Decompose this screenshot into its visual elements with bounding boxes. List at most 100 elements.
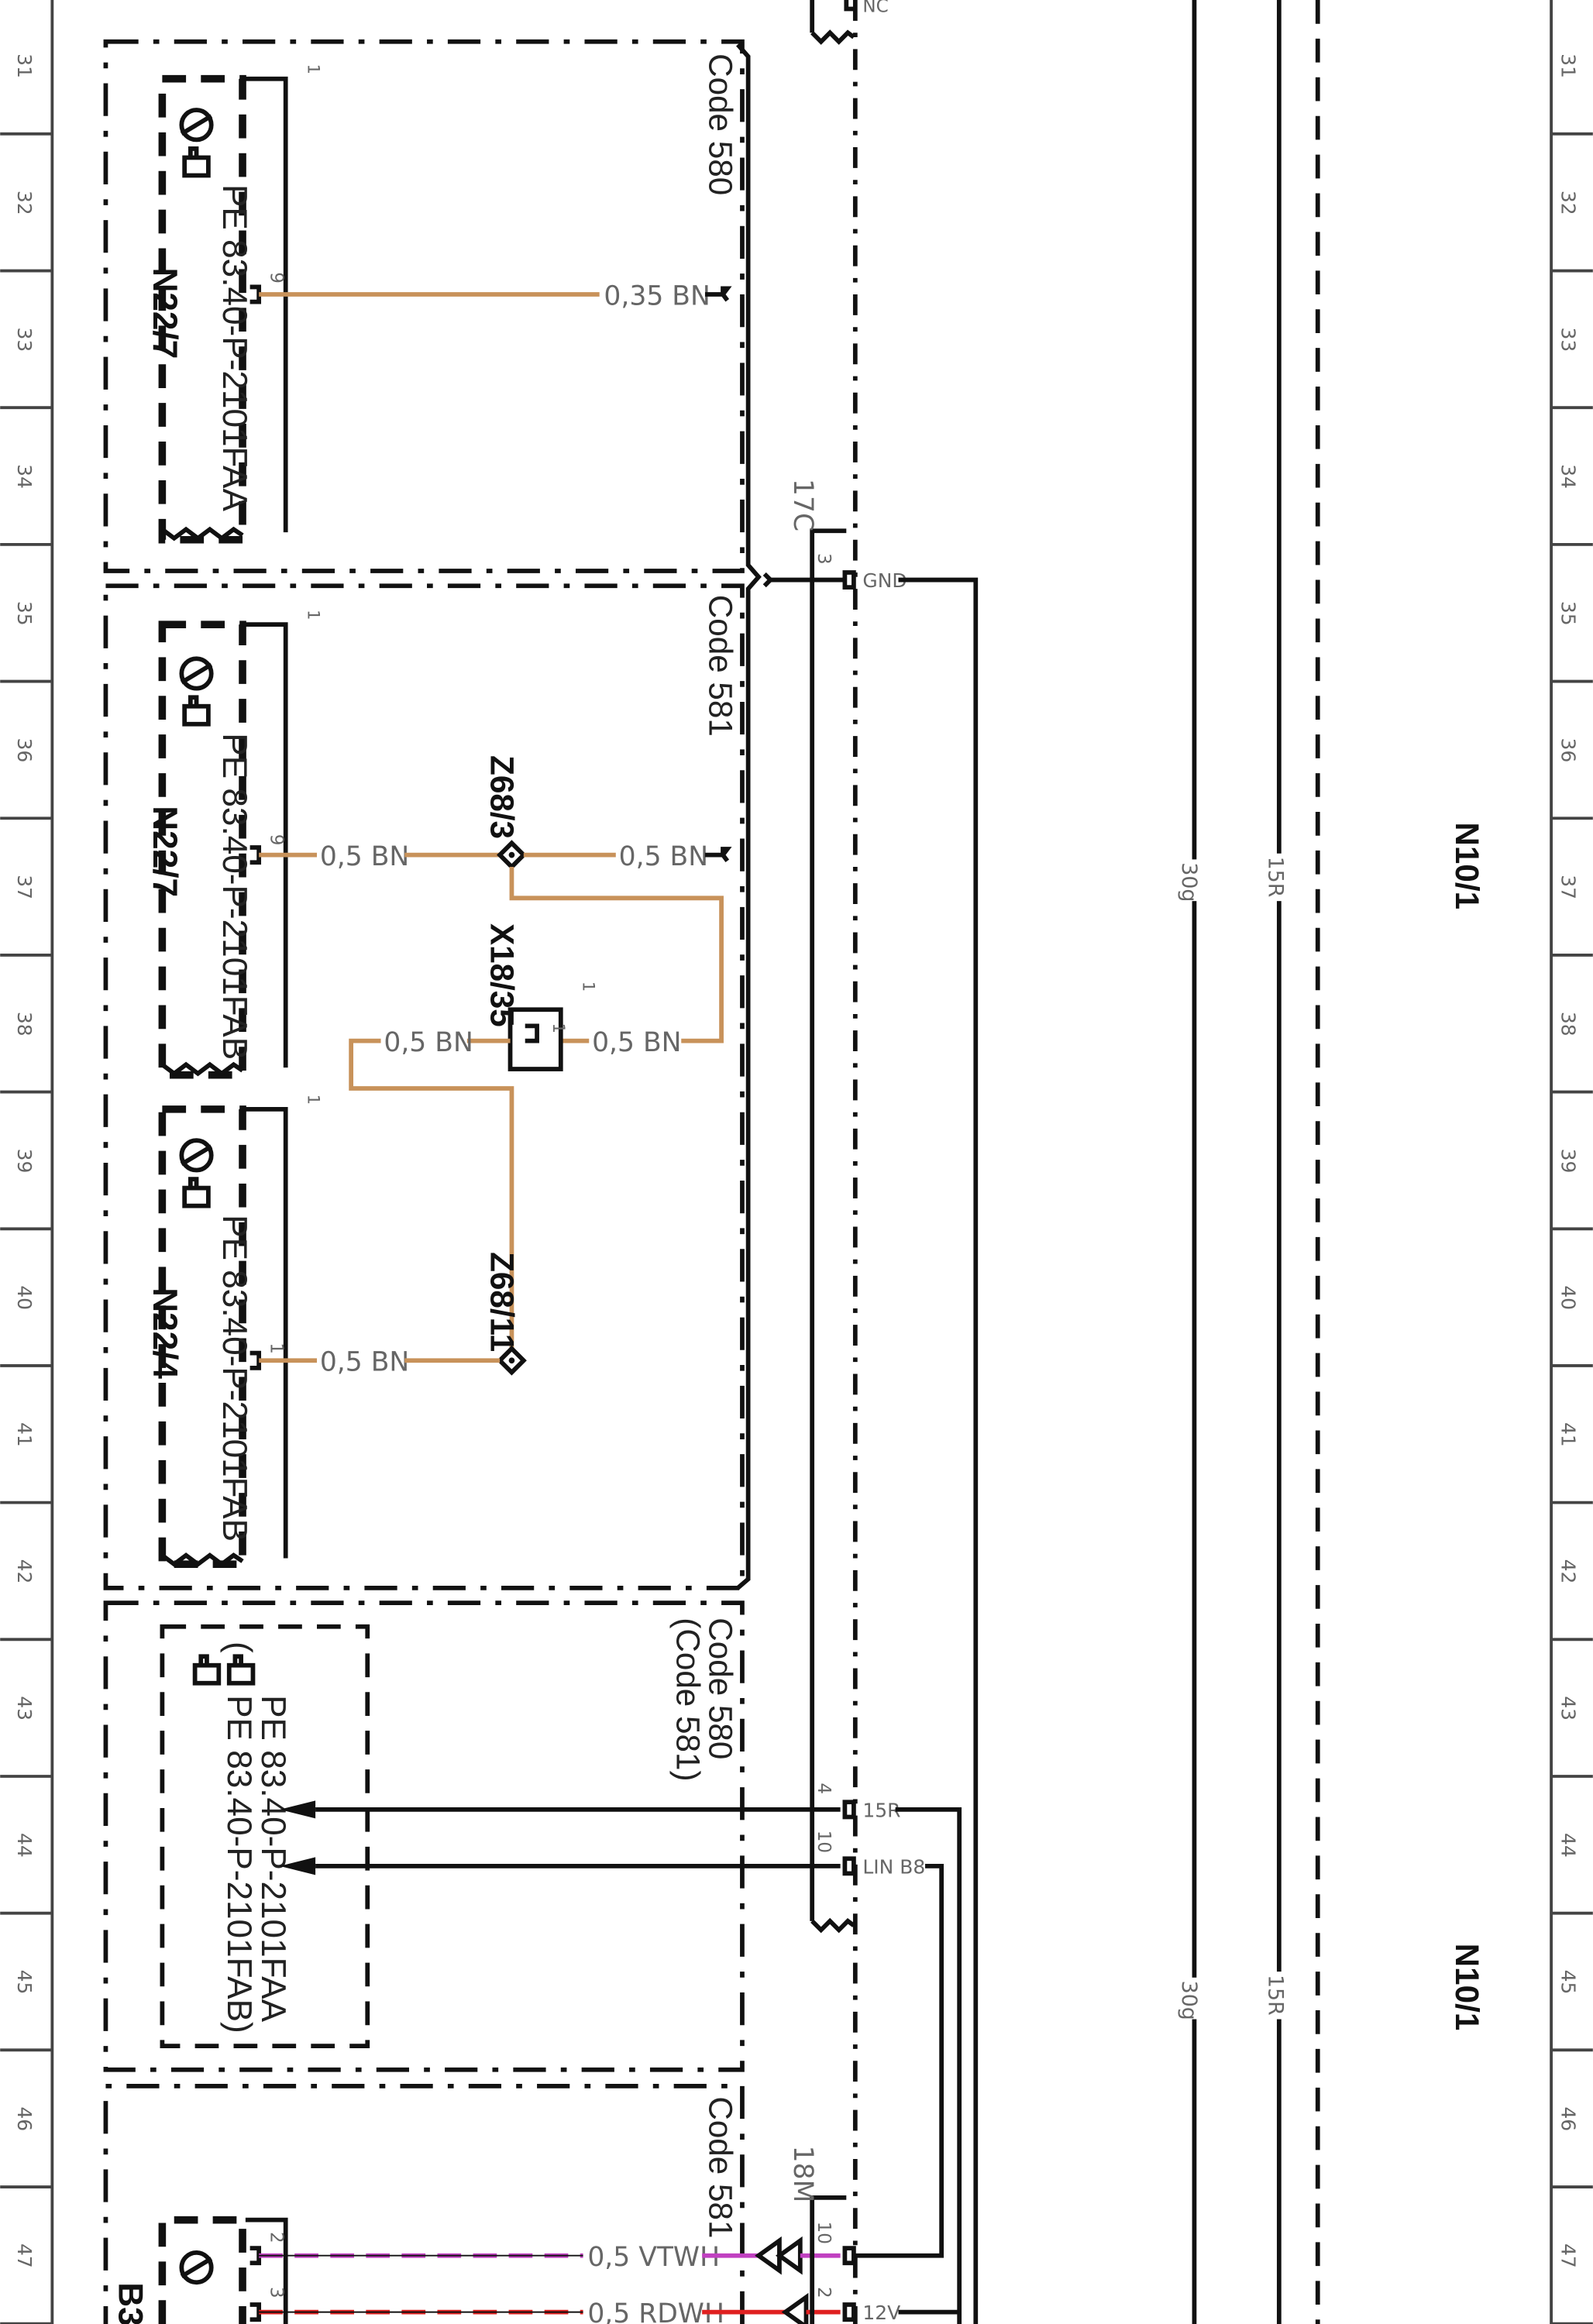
b31-name: B31 [112, 2282, 150, 2324]
n22-7-faa-ref: PE 83.40-P-2101FAA [215, 184, 253, 511]
wire-05-bn-1-label: 0,5 BN [320, 841, 409, 872]
connector-18m-label: 18M [787, 2146, 818, 2203]
n22-7-fab-pin: 9 [266, 834, 286, 846]
component-n22-7-faa-break [160, 526, 244, 541]
group-brace [736, 43, 762, 1590]
z68-3-label: Z68/3 [484, 755, 521, 839]
ruler-right-label: 35 [1557, 601, 1580, 626]
ruler-right-label: 36 [1557, 738, 1580, 763]
wire-gnd [898, 577, 979, 2324]
reference-box-line-1: PE 83.40-P-2101FAA [254, 1695, 292, 2022]
bus-30g-b-label: 30g [1177, 1981, 1201, 2020]
ruler-right-label: 46 [1557, 2106, 1580, 2131]
x18-35-label: X18/35 [484, 923, 521, 1027]
group-box-code-580 [103, 39, 745, 573]
ruler-left-label: 31 [13, 53, 36, 78]
ruler-right-label: 33 [1557, 328, 1580, 352]
group-box-code-580-581 [103, 1600, 745, 2072]
ruler-right-label: 34 [1557, 464, 1580, 489]
component-n22-7-faa-edge [245, 76, 288, 533]
bus-15r-a-label: 15R [1263, 857, 1287, 898]
ruler-left-label: 35 [13, 601, 36, 626]
reference-box-line-2: PE 83.40-P-2101FAB) [220, 1695, 258, 2033]
wire-lin [855, 1863, 944, 2258]
pin-15r-socket [842, 1800, 856, 1820]
pin-18m-10-socket [842, 2246, 856, 2266]
group-label-code-581-paren: (Code 581) [669, 1618, 706, 1781]
group-label-code-580: Code 580 [703, 53, 739, 195]
bus-30g-a-gap [1175, 859, 1214, 902]
z68-11-label-text: Z68/11 [484, 1252, 521, 1352]
x18-35-pin-top: 1 [580, 982, 599, 992]
ruler-left-label: 32 [13, 191, 36, 215]
pin-15r-number: 4 [814, 1783, 834, 1794]
group-label-code-581: Code 581 [703, 595, 739, 737]
n22-7-faa-ref-text: PE 83.40-P-2101FAA [215, 184, 253, 511]
hand-pointer-icon [226, 1654, 256, 1686]
component-b31 [158, 2216, 246, 2324]
component-n22-7-fab-edge [245, 622, 288, 1068]
n22-7-faa-name: N22/7 [146, 267, 184, 359]
splice-z68-11-dot [508, 1357, 515, 1364]
b31-pin-b: 3 [266, 2287, 286, 2298]
wire-05-continue-mark [704, 847, 732, 863]
component-n22-7-fab [158, 621, 246, 1079]
ruler-right-label: 37 [1557, 875, 1580, 899]
connector-x18-35-socket [525, 1023, 539, 1043]
b31-name-text: B31 [112, 2282, 150, 2324]
wire-035-continue-mark [704, 286, 732, 302]
component-n22-4-edge [245, 1106, 288, 1559]
component-n22-4 [158, 1105, 246, 1568]
ruler-left-label: 44 [13, 1833, 36, 1858]
ruler-right-label: 45 [1557, 1970, 1580, 1995]
ruler-left-label: 45 [13, 1970, 36, 1995]
wire-z68-3-to-x18 [509, 867, 724, 1043]
code-580-label: Code 580 [703, 53, 739, 195]
n22-7-faa-name-text: N22/7 [146, 267, 184, 359]
arrow-lin [280, 1857, 316, 1875]
ruler-left-label: 40 [13, 1285, 36, 1310]
group-label-code-580-581: Code 580 [703, 1618, 739, 1759]
ruler-left-label: 47 [13, 2243, 36, 2268]
n10-1-label-a: N10/1 [1449, 822, 1485, 909]
pin-15r-label: 15R [862, 1799, 900, 1821]
pin-gnd-socket [842, 570, 856, 590]
wire-vtwh-connector [755, 2236, 803, 2275]
housing-17c-break [810, 1917, 855, 1934]
wire-gnd-continue-mark [762, 572, 774, 588]
ruler-right-label: 42 [1557, 1559, 1580, 1584]
pin-18m-2-socket [842, 2302, 856, 2322]
n22-4-name-text: N22/4 [146, 1287, 184, 1379]
n22-7-faa-pin: 9 [266, 272, 286, 284]
n22-7-fab-pin-top: 1 [304, 610, 323, 620]
reference-box-line-1-text: PE 83.40-P-2101FAA [254, 1695, 292, 2022]
hand-pointer-icon [182, 1177, 211, 1208]
pin-nc-socket [844, 0, 855, 12]
wire-05-bn-5-label: 0,5 BN [320, 1347, 409, 1378]
ruler-left-label: 39 [13, 1149, 36, 1174]
reference-box-paren: ( [220, 1642, 258, 1653]
wire-05-bn-2-label: 0,5 BN [619, 841, 708, 872]
n22-4-pin: 1 [266, 1342, 286, 1354]
x18-35-pin: 1 [549, 1023, 569, 1033]
code-581-label-b: Code 581 [703, 2096, 739, 2238]
connector-17c-label: 17C [787, 479, 818, 531]
component-n22-7-faa [158, 74, 246, 544]
n22-4-name: N22/4 [146, 1287, 184, 1379]
sensor-icon [179, 656, 214, 691]
n22-4-pin-top: 1 [304, 1095, 323, 1105]
housing-17c [810, 528, 847, 1921]
n10-1-label-b: N10/1 [1449, 1944, 1485, 2031]
component-n22-7-fab-break [160, 1061, 244, 1077]
ruler-right-label: 32 [1557, 191, 1580, 215]
n22-7-fab-name: N22/7 [146, 806, 184, 897]
hand-pointer-icon [192, 1654, 222, 1686]
n22-7-faa-pin-top: 1 [304, 64, 323, 74]
bus-15r-a-gap [1259, 853, 1299, 902]
pin-socket-b31-a [249, 2246, 262, 2266]
arrow-15r [280, 1800, 316, 1819]
module-n10-1-label-a: N10/1 [1449, 822, 1485, 909]
sensor-icon [179, 2250, 214, 2285]
ruler-left-label: 36 [13, 738, 36, 763]
pin-lin-label: LIN B8 [862, 1855, 925, 1878]
